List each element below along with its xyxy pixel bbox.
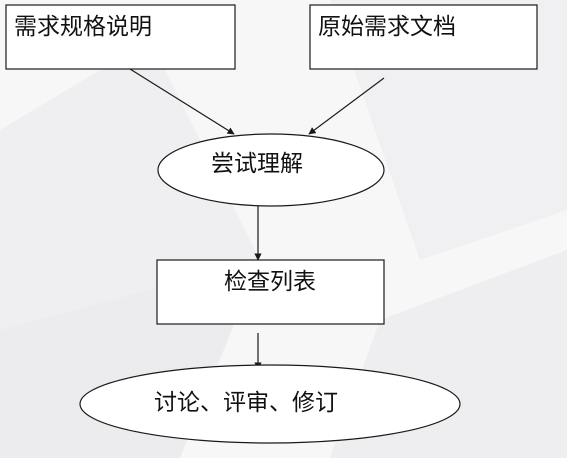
node-source: 原始需求文档 xyxy=(309,4,538,70)
node-review-ellipse xyxy=(79,364,461,444)
node-source-box xyxy=(309,4,538,70)
arrow-source-to-try xyxy=(308,77,385,135)
node-spec: 需求规格说明 xyxy=(5,4,236,70)
node-try-ellipse xyxy=(157,133,385,207)
node-spec-box xyxy=(5,4,236,70)
arrow-spec-to-try xyxy=(129,68,235,135)
connectors xyxy=(129,68,385,370)
node-review-label: 讨论、评审、修订 xyxy=(154,390,338,416)
node-try: 尝试理解 xyxy=(157,133,385,207)
node-spec-label: 需求规格说明 xyxy=(14,14,152,40)
node-checklist-box xyxy=(156,259,385,325)
node-review: 讨论、评审、修订 xyxy=(79,364,461,444)
node-checklist-label: 检查列表 xyxy=(224,269,316,295)
node-try-label: 尝试理解 xyxy=(211,151,303,177)
node-checklist: 检查列表 xyxy=(156,259,385,325)
node-source-label: 原始需求文档 xyxy=(318,14,456,40)
